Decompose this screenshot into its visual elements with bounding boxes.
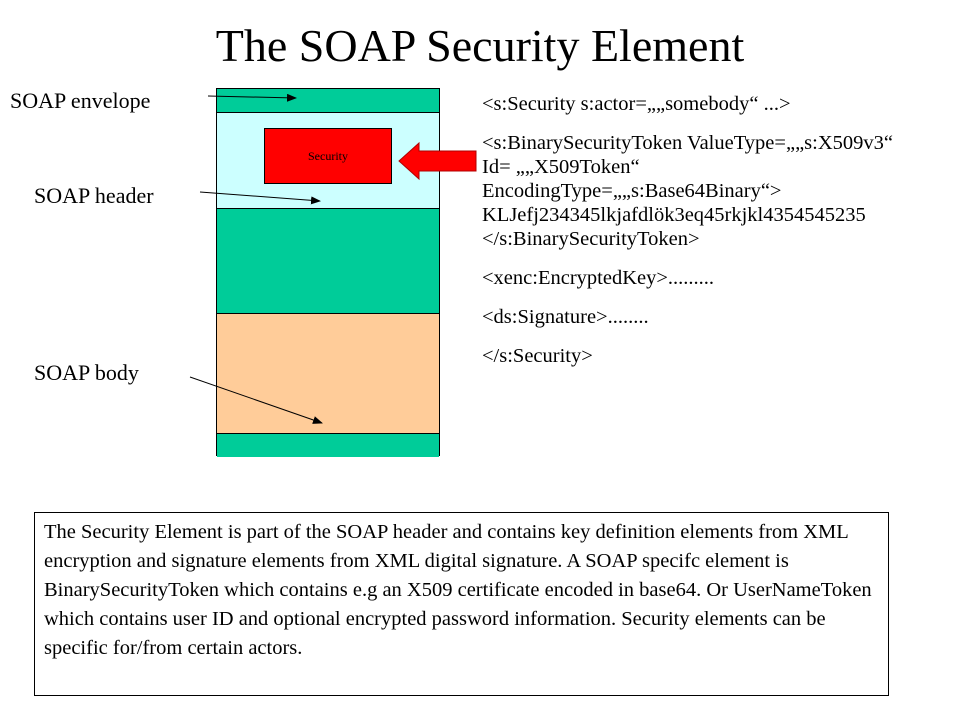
soap-header-label: SOAP header	[34, 183, 154, 208]
xml-code-block: <s:Security s:actor=„„somebody“ ...> <s:…	[482, 92, 952, 368]
body-band	[217, 434, 439, 457]
xml-line: </s:Security>	[482, 345, 593, 367]
description-box: The Security Element is part of the SOAP…	[34, 512, 889, 696]
envelope-pointer-arrow	[207, 93, 297, 102]
body-area	[217, 314, 439, 434]
envelope-band	[217, 89, 439, 113]
xml-line: <ds:Signature>........	[482, 306, 649, 328]
xml-line: <xenc:EncryptedKey>.........	[482, 267, 715, 289]
xml-line: </s:BinarySecurityToken>	[482, 228, 700, 250]
xml-line: KLJefj234345lkjafdlök3eq45rkjkl435454523…	[482, 204, 866, 226]
security-token-box: Security	[264, 128, 392, 184]
description-text: The Security Element is part of the SOAP…	[44, 521, 872, 659]
xml-line: Id= „„X509Token“	[482, 156, 640, 178]
xml-line: <s:Security s:actor=„„somebody“ ...>	[482, 93, 791, 115]
soap-envelope-label: SOAP envelope	[10, 88, 151, 113]
header-pointer-arrow	[199, 191, 321, 205]
xml-line: EncodingType=„„s:Base64Binary“>	[482, 180, 782, 202]
header-band	[217, 209, 439, 314]
security-token-label: Security	[308, 148, 348, 163]
xml-line: <s:BinarySecurityToken ValueType=„„s:X50…	[482, 132, 893, 154]
red-left-arrow	[398, 141, 477, 181]
body-pointer-arrow	[189, 376, 323, 424]
slide-title: The SOAP Security Element	[215, 20, 745, 71]
soap-body-label: SOAP body	[34, 360, 139, 385]
